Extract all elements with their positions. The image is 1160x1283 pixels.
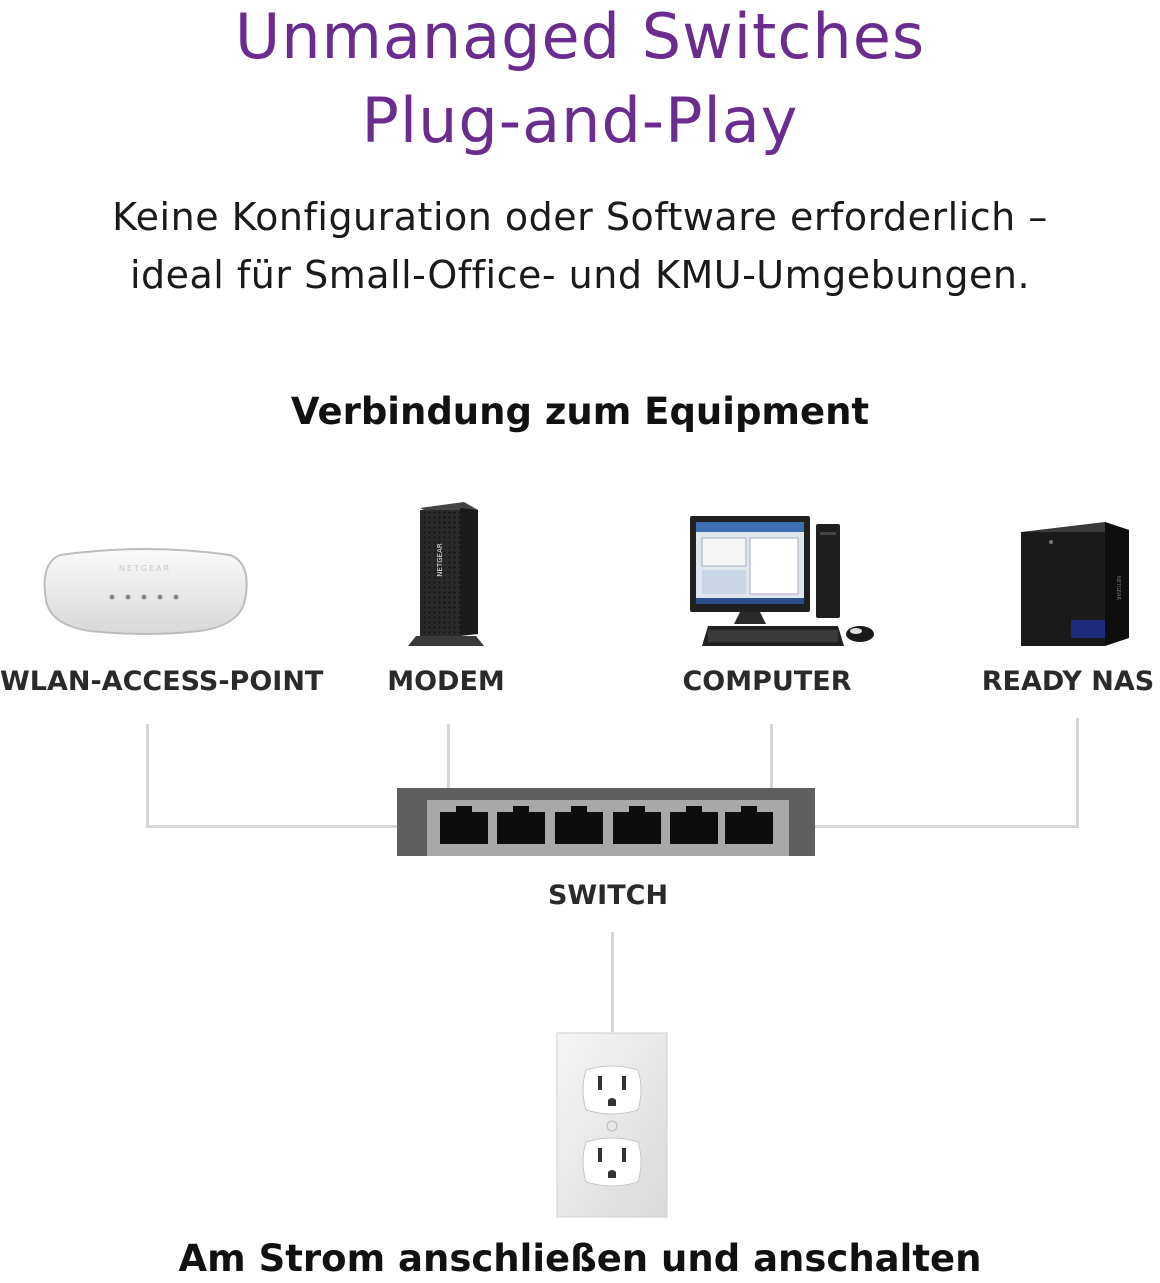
device-label-computer: COMPUTER (682, 666, 852, 697)
switch-port-3 (555, 806, 603, 844)
subtitle-line-1: Keine Konfiguration oder Software erford… (112, 195, 1048, 239)
svg-text:NETGEAR: NETGEAR (436, 543, 444, 577)
wire-power (611, 932, 614, 1032)
footer-caption: Am Strom anschließen und anschalten (178, 1237, 982, 1280)
switch-port-2 (497, 806, 545, 844)
wire-access-point-horizontal (146, 825, 398, 828)
diagram-heading: Verbindung zum Equipment (290, 390, 870, 433)
nas-icon: NETGEAR (1021, 522, 1129, 646)
title-line-1: Unmanaged Switches (234, 0, 926, 73)
wire-computer (770, 724, 773, 789)
subtitle-line-2: ideal für Small-Office- und KMU-Umgebung… (129, 253, 1031, 297)
device-label-nas: READY NAS (981, 666, 1155, 697)
switch-label: SWITCH (547, 880, 669, 911)
switch-ports-panel (427, 800, 789, 856)
wire-nas-vertical (1076, 718, 1079, 828)
switch-port-5 (670, 806, 718, 844)
svg-text:NETGEAR: NETGEAR (119, 564, 171, 573)
title-line-2: Plug-and-Play (361, 84, 799, 157)
svg-text:NETGEAR: NETGEAR (1115, 576, 1121, 600)
device-label-modem: MODEM (387, 666, 505, 697)
switch-port-4 (613, 806, 661, 844)
computer-icon (690, 516, 874, 646)
switch-port-1 (440, 806, 488, 844)
device-label-access-point: WLAN-ACCESS-POINT (0, 666, 324, 697)
power-outlet-icon (556, 1032, 668, 1218)
access-point-icon: NETGEAR (43, 548, 248, 635)
modem-icon: NETGEAR (408, 502, 484, 646)
switch-port-6 (725, 806, 773, 844)
wire-access-point-vertical (146, 724, 149, 828)
wire-nas-horizontal (815, 825, 1079, 828)
wire-modem (447, 724, 450, 789)
